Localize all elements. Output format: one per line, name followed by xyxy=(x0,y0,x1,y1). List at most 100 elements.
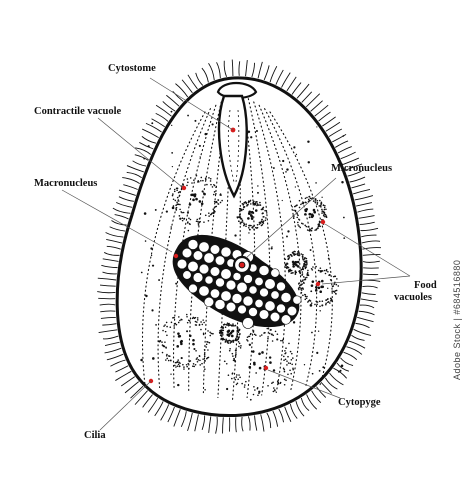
cilium xyxy=(351,334,365,341)
cilium xyxy=(100,316,116,319)
cilium xyxy=(241,416,244,432)
chromatin-granule xyxy=(254,276,264,287)
granule xyxy=(234,234,237,237)
granule xyxy=(272,369,276,372)
cilium xyxy=(195,72,204,86)
cilium xyxy=(363,273,379,276)
cilium xyxy=(310,100,323,112)
accent-dot xyxy=(181,185,187,191)
granule xyxy=(193,347,196,351)
chromatin-granule xyxy=(220,290,232,302)
granule xyxy=(287,230,290,233)
accent-dot xyxy=(263,365,269,371)
food-vacuole xyxy=(157,313,213,370)
granule xyxy=(319,310,321,312)
cilium xyxy=(361,240,381,244)
granule xyxy=(258,390,261,394)
cilium xyxy=(332,133,347,143)
granule xyxy=(343,237,346,239)
granule xyxy=(175,366,177,368)
ciliary-row xyxy=(242,94,256,399)
cilium xyxy=(235,417,237,433)
granule xyxy=(211,332,214,335)
granule xyxy=(187,114,189,117)
cilium xyxy=(118,196,135,202)
label-micronucleus: Micronucleus xyxy=(331,163,393,174)
cilium xyxy=(162,101,176,112)
granule xyxy=(309,304,313,307)
chromatin-granule xyxy=(198,285,210,297)
granule xyxy=(281,199,283,202)
granule xyxy=(282,159,285,163)
granule xyxy=(295,153,298,156)
accent-dot xyxy=(239,262,245,268)
cilium xyxy=(112,207,131,214)
cilium xyxy=(263,65,270,81)
cilium xyxy=(115,365,129,373)
cilium xyxy=(215,416,218,434)
granule xyxy=(171,152,174,154)
ciliary-row xyxy=(269,111,333,386)
cilium xyxy=(104,347,122,354)
granule xyxy=(317,330,320,332)
cilium xyxy=(359,221,375,225)
cilium xyxy=(106,353,124,361)
chromatin-granule xyxy=(209,266,221,277)
cilium xyxy=(340,151,356,160)
macronucleus-chromatin xyxy=(176,239,302,329)
cilium xyxy=(349,176,366,183)
cilium xyxy=(266,412,272,429)
accent-dots xyxy=(148,127,326,384)
granule xyxy=(286,235,288,238)
chromatin-granule xyxy=(286,305,298,317)
granule xyxy=(292,321,296,324)
cilium xyxy=(145,122,162,133)
cilium xyxy=(316,386,327,398)
granule xyxy=(255,372,257,374)
chromatin-granule xyxy=(182,270,192,280)
cilium xyxy=(329,372,344,386)
granule xyxy=(176,361,179,363)
cilium xyxy=(340,357,354,367)
granule xyxy=(153,148,156,151)
cilium xyxy=(100,310,116,313)
chromatin-granule xyxy=(237,304,247,315)
granule xyxy=(291,206,294,208)
macronucleus xyxy=(172,234,302,329)
cilium xyxy=(333,367,348,379)
granule xyxy=(140,358,143,362)
label-contractile-vacuole: Contractile vacuole xyxy=(34,106,122,117)
chromatin-granule xyxy=(236,281,248,294)
granule xyxy=(342,135,345,137)
ciliary-row xyxy=(264,108,318,389)
oral-groove xyxy=(216,81,258,199)
granule xyxy=(195,349,197,352)
cilium xyxy=(110,359,126,367)
cilium xyxy=(216,62,221,79)
granule xyxy=(341,181,344,184)
granule xyxy=(276,338,279,341)
ciliary-row xyxy=(253,101,286,394)
chromatin-granule xyxy=(220,246,232,258)
cilium xyxy=(289,403,298,419)
cilium xyxy=(175,83,189,98)
granule xyxy=(152,357,155,360)
leader-line-micronucleus xyxy=(245,177,337,259)
cilium xyxy=(291,82,302,95)
granule xyxy=(285,171,287,173)
granule xyxy=(311,372,314,375)
granule xyxy=(203,368,206,370)
cilium xyxy=(160,404,170,421)
granule xyxy=(170,373,172,375)
granule xyxy=(322,366,325,369)
granule xyxy=(170,110,173,113)
ciliary-row xyxy=(188,101,222,394)
cilium xyxy=(111,220,127,226)
cilium xyxy=(284,406,292,423)
granule xyxy=(270,247,273,250)
cilium xyxy=(352,189,371,195)
granule xyxy=(270,333,273,336)
leader-line-food-vacuole-2 xyxy=(321,275,411,285)
granule xyxy=(308,195,311,198)
cilium xyxy=(342,157,360,165)
